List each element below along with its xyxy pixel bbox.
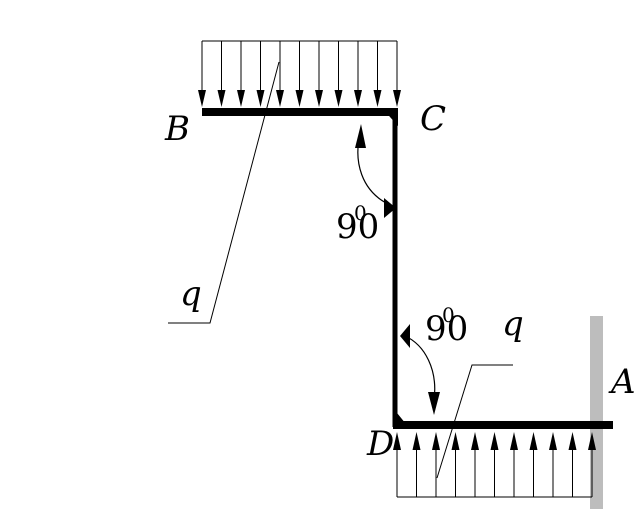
frame-structure bbox=[202, 108, 613, 429]
top-load-arrow bbox=[217, 41, 226, 107]
arrow-head-lower-left bbox=[400, 324, 410, 348]
arrow-head-upper-top bbox=[355, 124, 366, 148]
bottom-load-arrow bbox=[451, 432, 460, 497]
top-load-arrow bbox=[393, 41, 401, 107]
load-label-top-q: q bbox=[180, 274, 202, 314]
leader-line-bottom-q bbox=[436, 364, 513, 479]
arrow-head-upper-right bbox=[384, 198, 396, 218]
bottom-load-arrow bbox=[568, 432, 577, 497]
bottom-load-arrow bbox=[529, 432, 538, 497]
arrow-head-lower-bottom bbox=[428, 392, 440, 415]
bottom-load-arrow bbox=[432, 432, 440, 497]
point-label-c: C bbox=[420, 99, 446, 139]
bottom-load-arrow bbox=[588, 432, 596, 497]
bottom-load-arrow bbox=[393, 432, 401, 497]
bottom-load-arrow bbox=[549, 432, 557, 497]
point-label-b: B bbox=[164, 109, 190, 149]
angle-unit-upper: 0 bbox=[354, 201, 367, 225]
top-load-arrow bbox=[237, 41, 245, 107]
top-load-arrow bbox=[276, 41, 284, 107]
top-load-arrow bbox=[315, 41, 323, 107]
bottom-load-arrow bbox=[412, 432, 421, 497]
angle-arc-lower bbox=[404, 335, 436, 401]
load-label-bottom-q: q bbox=[502, 304, 524, 344]
top-load-arrow bbox=[373, 41, 382, 107]
bottom-load-arrow bbox=[510, 432, 518, 497]
top-distributed-load bbox=[198, 40, 401, 107]
bottom-load-arrow bbox=[471, 432, 479, 497]
angle-marker-upper bbox=[355, 124, 396, 218]
top-load-arrow bbox=[334, 41, 343, 107]
top-load-arrow bbox=[295, 41, 304, 107]
angle-label-lower: 90 bbox=[425, 309, 468, 349]
point-label-d: D bbox=[366, 424, 394, 464]
leader-line-top-q bbox=[168, 61, 280, 324]
corner-fillet-c bbox=[382, 108, 398, 126]
top-load-arrow bbox=[354, 41, 362, 107]
corner-fillet-d bbox=[393, 408, 410, 429]
top-load-arrow bbox=[198, 41, 206, 107]
fixed-support-wall bbox=[590, 316, 603, 509]
top-load-arrow bbox=[256, 41, 265, 107]
bottom-load-arrow bbox=[490, 432, 499, 497]
angle-marker-lower bbox=[400, 324, 440, 415]
angle-label-upper: 90 bbox=[336, 207, 379, 247]
bottom-distributed-load bbox=[393, 432, 596, 498]
top-load-arrows bbox=[198, 41, 401, 107]
angle-unit-lower: 0 bbox=[442, 303, 455, 327]
point-label-a: A bbox=[608, 362, 636, 402]
bottom-load-arrows bbox=[393, 432, 596, 497]
